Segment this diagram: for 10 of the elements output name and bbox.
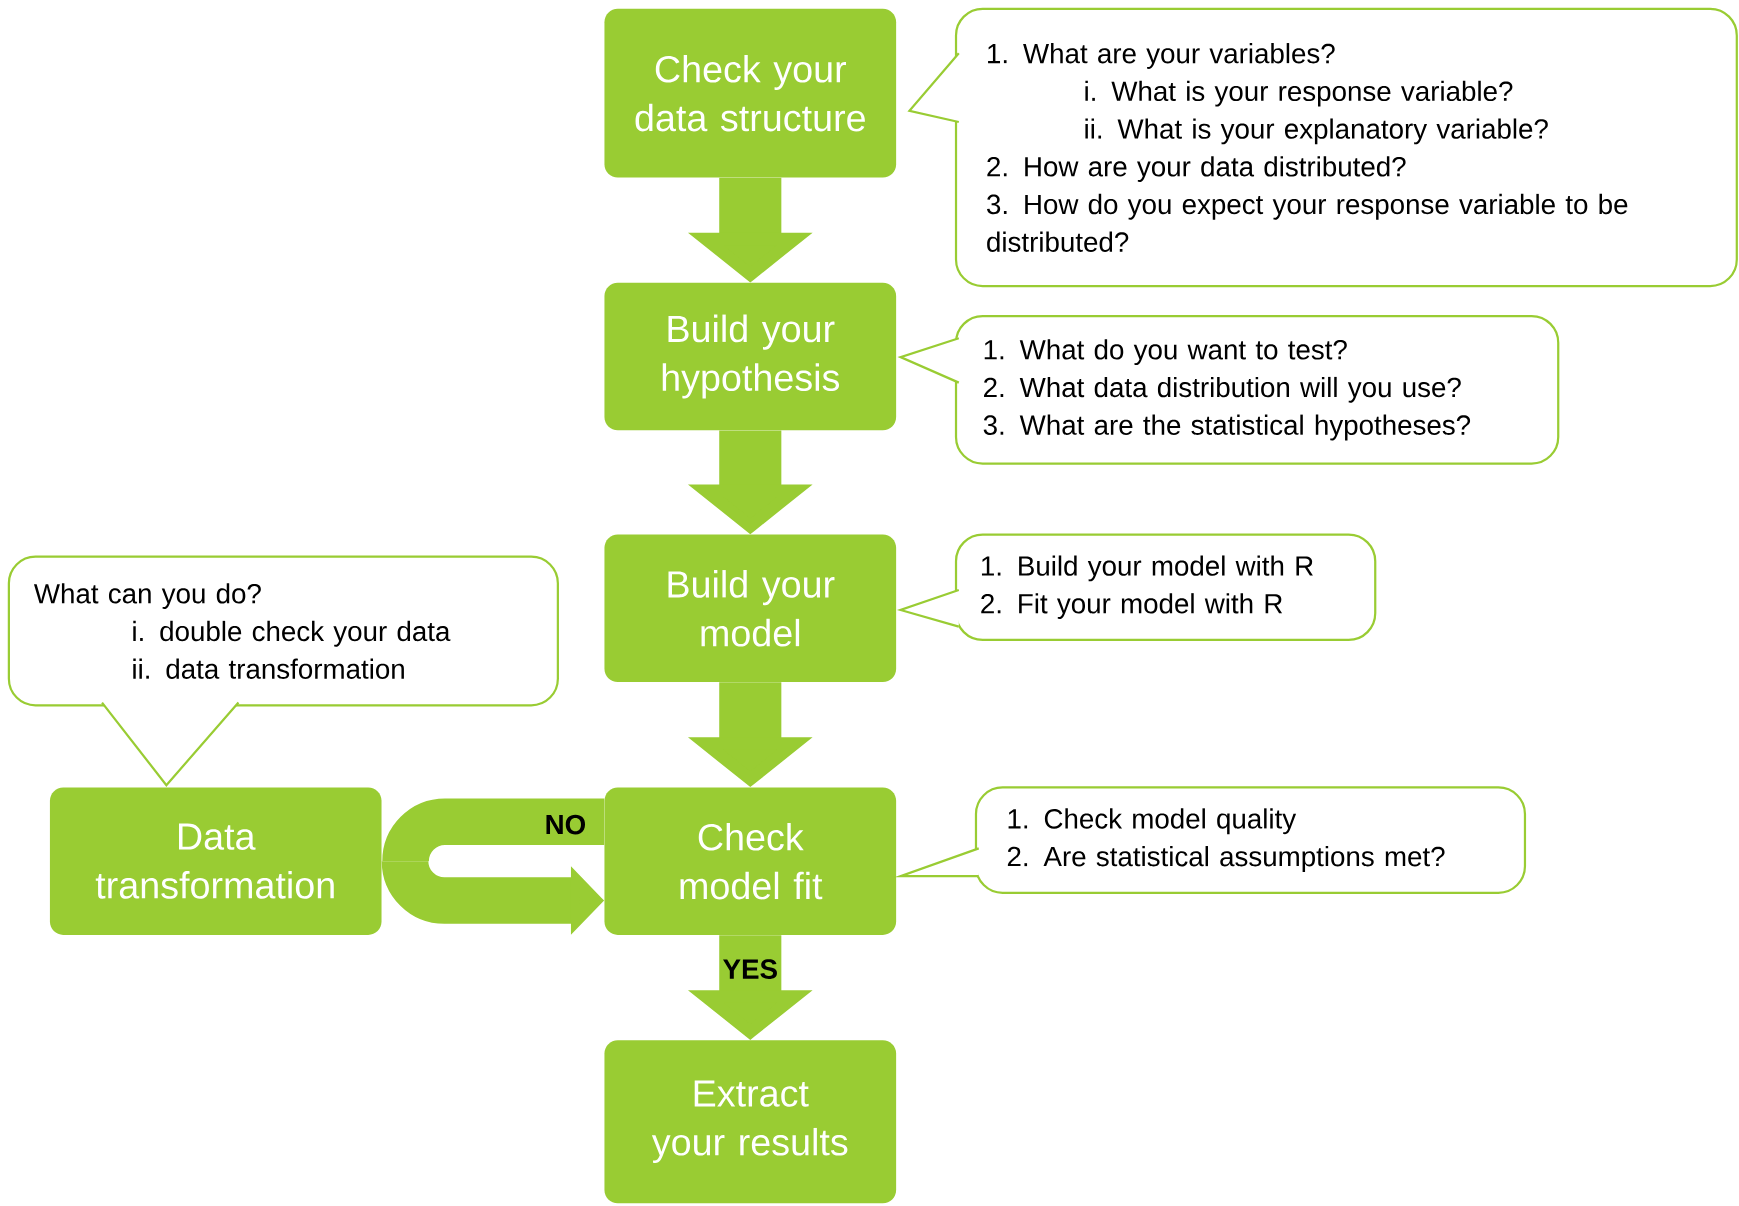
speech-bubble: What can you do? i. double check your data ii. data transformation xyxy=(7,555,559,788)
speech-bubble: 1. Build your model with R 2. Fit your model with R xyxy=(896,533,1377,642)
process-box: Check your data structure xyxy=(604,9,897,178)
process-box: Data transformation xyxy=(49,787,382,936)
speech-bubble: 1. What do you want to test? 2. What data distribution will you use? 3. What are the statistical hypotheses? xyxy=(897,315,1560,465)
speech-bubble: 1. What are your variables? i. What is your response variable? ii. What is your explanatory variable? 2. How are your data distributed? 3. How do you expect your response variable to be distributed? xyxy=(907,7,1738,288)
speech-bubble: 1. Check model quality 2. Are statistical assumptions met? xyxy=(894,786,1527,895)
edge-label: YES xyxy=(721,958,780,981)
process-box: Extract your results xyxy=(604,1040,897,1204)
process-box: Build your hypothesis xyxy=(604,283,897,431)
